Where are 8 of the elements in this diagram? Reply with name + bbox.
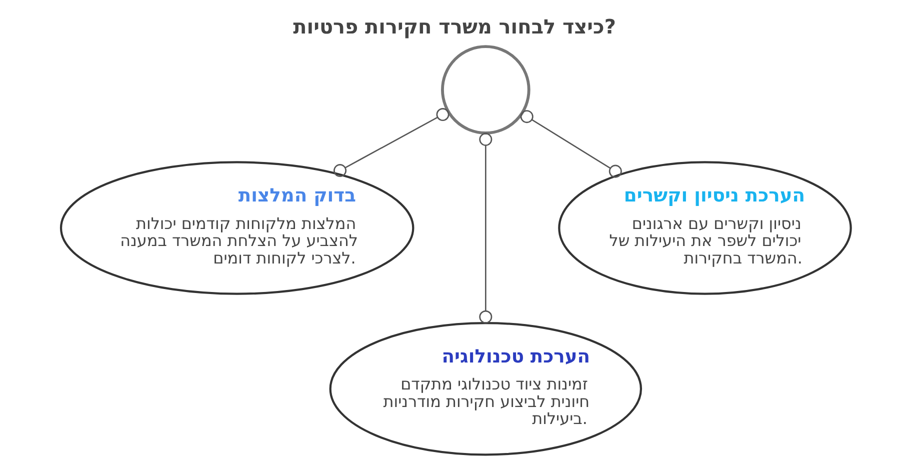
diagram-title: כיצד לבחור משרד חקירות פרטיות? [293,15,616,38]
connector [520,110,622,178]
node-ellipse: הערכת ניסיון וקשרים ניסיון וקשרים עם ארגונים יכולים לשפר את היעילות של המשרד בחקירות. [558,161,852,295]
node-circle [441,45,530,134]
node-ellipse: בדוק המלצות המלצות מלקוחות קודמים יכולות להצביע על הצלחת המשרד במענה לצרכי לקוחות דומים. [60,161,414,295]
node-ellipse: הערכת טכנולוגיה זמינות ציוד טכנולוגי מתקדם חיונית לביצוע חקירות מודרניות ביעילות. [329,322,642,456]
connector [479,132,492,324]
connector [334,108,450,178]
